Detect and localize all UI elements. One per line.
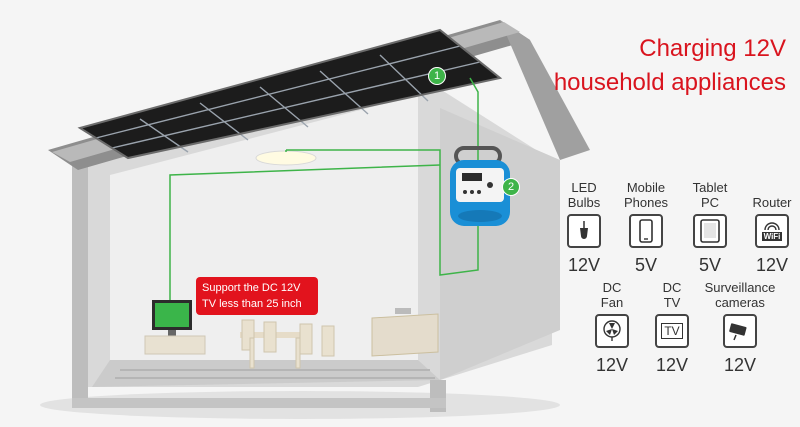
tv-icon: TV: [655, 314, 689, 348]
headline: Charging 12V household appliances: [554, 32, 786, 100]
device-voltage: 12V: [755, 255, 789, 275]
device-voltage: 12V: [567, 255, 601, 275]
tablet-icon: [693, 214, 727, 248]
badge-line-2: TV less than 25 inch: [202, 298, 302, 310]
device-voltage: 12V: [723, 355, 757, 375]
device-name: Router: [752, 195, 792, 210]
device-voltage: 12V: [595, 355, 629, 375]
marker-2: 2: [502, 178, 520, 196]
router-icon: WiFi: [755, 214, 789, 248]
bulb-icon: [567, 214, 601, 248]
device-voltage: 12V: [655, 355, 689, 375]
tv-support-badge: Support the DC 12V TV less than 25 inch: [196, 277, 318, 315]
device-router: Router WiFi 12V: [740, 178, 800, 276]
badge-line-1: Support the DC 12V: [202, 282, 301, 294]
phone-icon: [629, 214, 663, 248]
device-voltage: 5V: [634, 255, 658, 275]
fan-icon: [595, 314, 629, 348]
marker-1: 1: [428, 67, 446, 85]
camera-icon: [723, 314, 757, 348]
headline-line-1: Charging 12V: [639, 35, 786, 62]
device-voltage: 5V: [698, 255, 722, 275]
headline-line-2: household appliances: [553, 69, 786, 96]
